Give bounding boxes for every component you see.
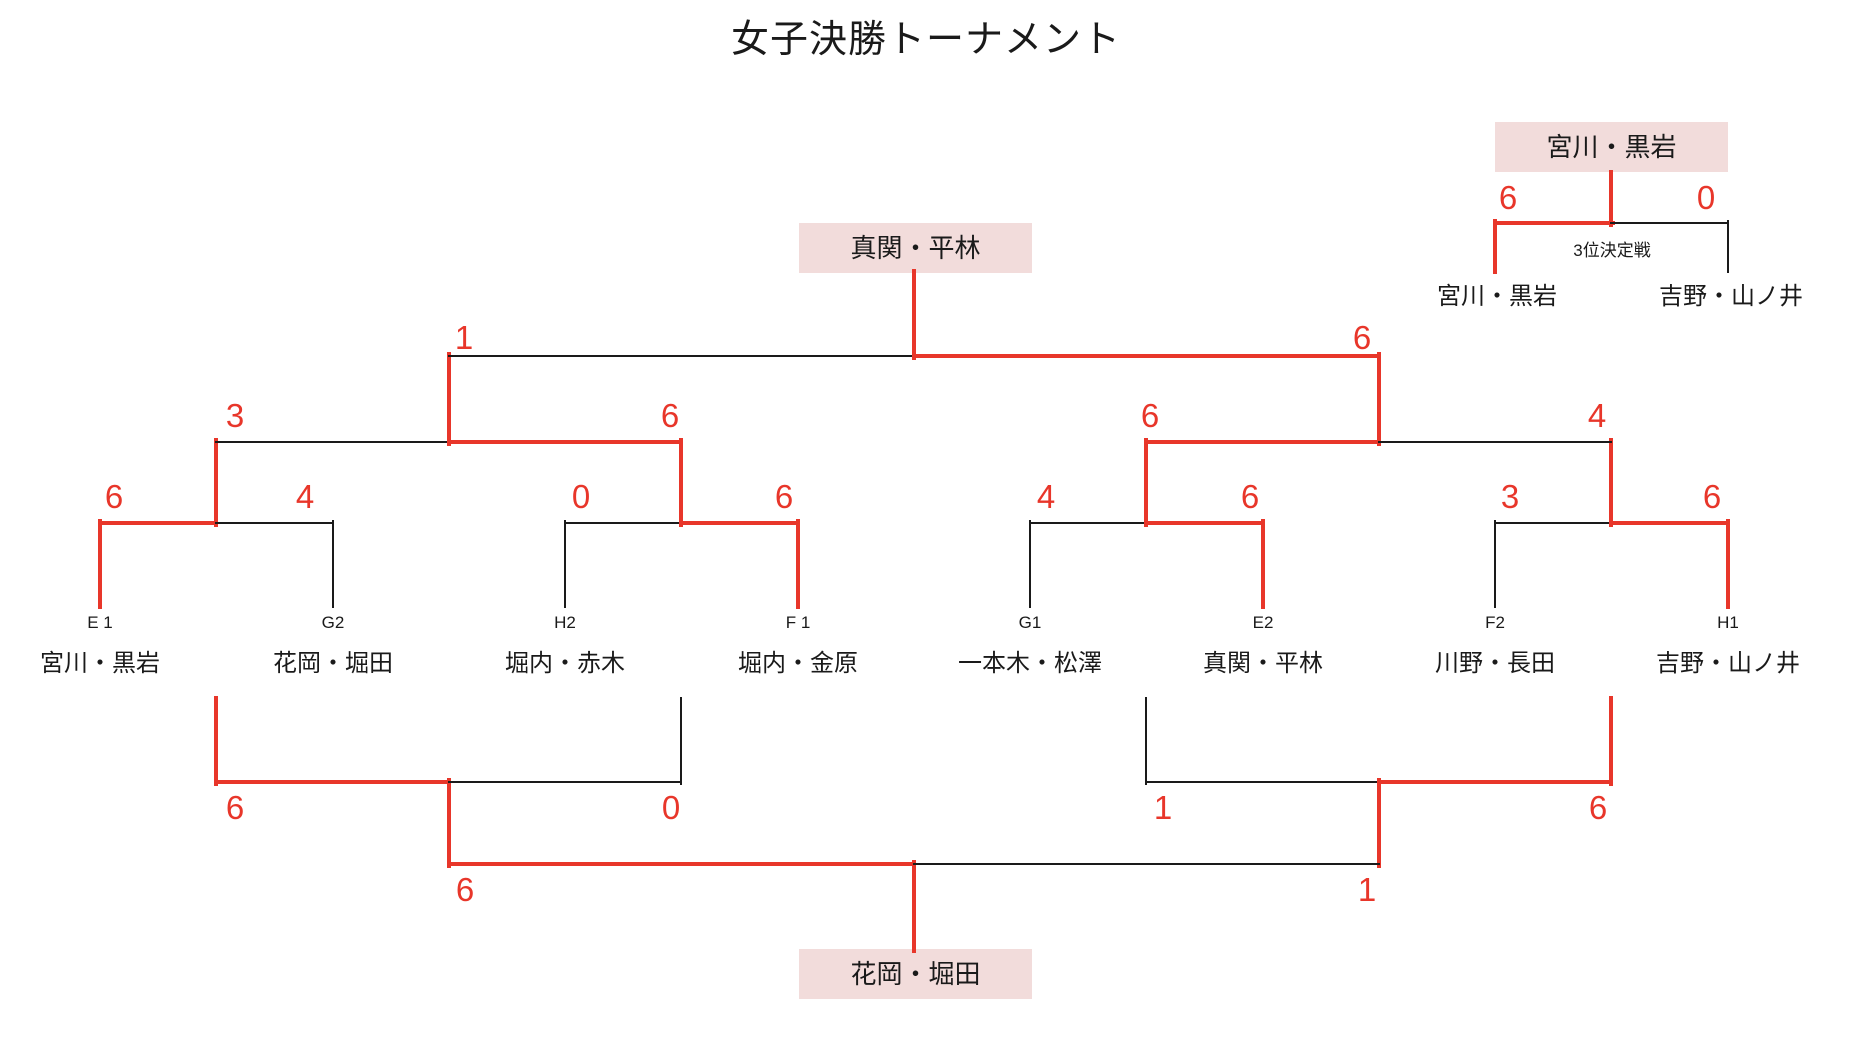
consolation-sf-score: 6 (225, 789, 245, 826)
final-left-leg (447, 352, 451, 446)
sf-right-bar-left (1144, 440, 1381, 444)
seed-label-g2: G2 (321, 613, 345, 632)
consolation-leg-m2 (680, 697, 682, 785)
final-champion-line (912, 269, 916, 360)
final-score: 6 (1352, 319, 1372, 356)
consolation-final-bar-left (447, 862, 916, 866)
qf1-bar-right (215, 522, 334, 524)
team-leg-g2 (332, 520, 334, 608)
team-name: 一本木・松澤 (958, 650, 1102, 677)
team-name: 真関・平林 (1203, 650, 1323, 677)
sf-right-leg-m4 (1609, 438, 1613, 527)
consolation-leg-m1 (214, 696, 218, 786)
final-bar-right (912, 354, 1381, 358)
sf-left-leg-m1 (214, 438, 218, 527)
consolation1-bar-left (214, 780, 451, 784)
consolation2-bar-right (1377, 780, 1613, 784)
consolation-sf-score: 6 (1588, 789, 1608, 826)
final-bar-left (448, 355, 915, 357)
qf4-bar-right (1609, 521, 1730, 525)
consolation-sf-score: 1 (1153, 789, 1173, 826)
seed-label-g1: G1 (1018, 613, 1042, 632)
qf-score: 6 (1240, 478, 1260, 515)
team-leg-h1 (1726, 519, 1730, 609)
sf-score: 6 (1140, 397, 1160, 434)
third-place-right-leg (1727, 220, 1729, 273)
seed-label-h2: H2 (554, 613, 576, 632)
consolation-final-left-leg (447, 778, 451, 868)
qf-score: 0 (571, 478, 591, 515)
consolation1-bar-right (448, 781, 682, 783)
team-leg-f2 (1494, 520, 1496, 608)
qf-score: 6 (104, 478, 124, 515)
sf-score: 4 (1587, 397, 1607, 434)
team-name: 堀内・赤木 (505, 650, 625, 677)
team-name: 吉野・山ノ井 (1656, 650, 1800, 677)
consolation-champion-line (912, 860, 916, 953)
final-score: 1 (454, 319, 474, 356)
third-place-score-left: 6 (1498, 179, 1518, 216)
consolation-sf-score: 0 (661, 789, 681, 826)
third-place-left-leg (1493, 219, 1497, 274)
sf-left-leg-m2 (679, 438, 683, 527)
third-place-winner-box: 宮川・黒岩 (1495, 122, 1728, 172)
qf3-bar-left (1029, 522, 1147, 524)
team-leg-e2 (1261, 519, 1265, 609)
qf2-bar-right (679, 521, 800, 525)
qf-score: 6 (774, 478, 794, 515)
qf-score: 6 (1702, 478, 1722, 515)
team-name: 堀内・金原 (738, 650, 858, 677)
consolation-final-score: 6 (455, 871, 475, 908)
third-place-box-line (1609, 170, 1613, 227)
third-place-match-title: 3位決定戦 (1573, 241, 1651, 260)
team-leg-g1 (1029, 520, 1031, 608)
team-name: 宮川・黒岩 (40, 650, 160, 677)
third-place-bar-left (1493, 221, 1615, 225)
third-place-score-right: 0 (1696, 179, 1716, 216)
team-leg-e1 (98, 519, 102, 609)
seed-label-f1: F 1 (785, 613, 811, 632)
team-leg-h2 (564, 520, 566, 608)
page-title: 女子決勝トーナメント (730, 19, 1122, 61)
final-right-leg (1377, 352, 1381, 446)
qf1-bar-left (98, 521, 218, 525)
consolation-leg-m4 (1609, 696, 1613, 786)
consolation-final-score: 1 (1357, 871, 1377, 908)
seed-label-h1: H1 (1717, 613, 1739, 632)
third-place-bar-right (1610, 222, 1729, 224)
qf-score: 4 (1036, 478, 1056, 515)
third-place-right-team: 吉野・山ノ井 (1659, 283, 1803, 310)
consolation-final-bar-right (913, 863, 1380, 865)
champion-box: 真関・平林 (799, 223, 1032, 273)
sf-left-bar-right (447, 440, 683, 444)
seed-label-e2: E2 (1252, 613, 1274, 632)
qf4-bar-left (1494, 522, 1612, 524)
sf-right-leg-m3 (1144, 438, 1148, 527)
seed-label-f2: F2 (1485, 613, 1505, 632)
team-leg-f1 (796, 519, 800, 609)
third-place-left-team: 宮川・黒岩 (1437, 283, 1557, 310)
consolation2-bar-left (1145, 781, 1380, 783)
sf-score: 3 (225, 397, 245, 434)
team-name: 川野・長田 (1435, 650, 1555, 677)
qf-score: 3 (1500, 478, 1520, 515)
qf3-bar-right (1144, 521, 1265, 525)
consolation-final-right-leg (1377, 778, 1381, 868)
consolation-leg-m3 (1145, 697, 1147, 785)
team-name: 花岡・堀田 (273, 650, 393, 677)
sf-right-bar-right (1378, 441, 1612, 443)
qf-score: 4 (295, 478, 315, 515)
qf2-bar-left (564, 522, 682, 524)
consolation-champion-box: 花岡・堀田 (799, 949, 1032, 999)
sf-left-bar-left (215, 441, 450, 443)
seed-label-e1: E 1 (87, 613, 113, 632)
sf-score: 6 (660, 397, 680, 434)
